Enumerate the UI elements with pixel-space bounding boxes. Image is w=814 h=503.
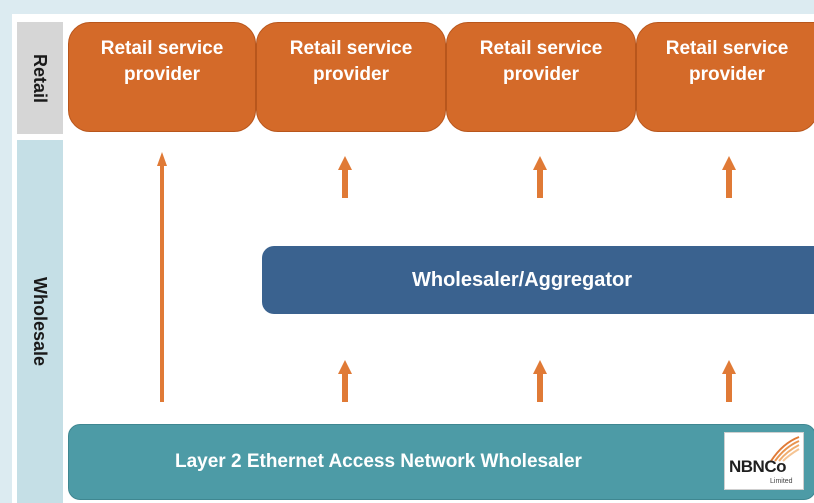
up-arrow-bottom-2	[332, 360, 358, 402]
retail-provider-box-3: Retail service provider	[446, 22, 636, 132]
up-arrow-top-3	[527, 156, 553, 198]
retail-provider-line1: Retail service	[479, 38, 603, 59]
logo-subtitle: Limited	[770, 478, 793, 485]
logo-name: NBNCo	[729, 457, 787, 476]
retail-provider-line1: Retail service	[100, 38, 224, 59]
up-arrow-top-4	[716, 156, 742, 198]
retail-provider-box-4: Retail service provider	[636, 22, 814, 132]
retail-provider-box-2: Retail service provider	[256, 22, 446, 132]
wholesale-label-text: Wholesale	[30, 276, 51, 367]
retail-provider-line2: provider	[123, 64, 201, 85]
retail-section-label: Retail	[17, 22, 63, 134]
nbnco-logo: NBNCo Limited	[724, 432, 804, 490]
retail-provider-line2: provider	[312, 64, 390, 85]
retail-provider-line2: provider	[502, 64, 580, 85]
wholesaler-aggregator-box: Wholesaler/Aggregator	[262, 246, 814, 314]
retail-provider-line1: Retail service	[665, 38, 789, 59]
up-arrow-bottom-4	[716, 360, 742, 402]
aggregator-label: Wholesaler/Aggregator	[411, 268, 633, 291]
up-arrow-top-2	[332, 156, 358, 198]
wholesale-section-label: Wholesale	[17, 140, 63, 503]
retail-provider-line2: provider	[688, 64, 766, 85]
up-arrow-bottom-3	[527, 360, 553, 402]
up-arrow-long	[149, 152, 175, 402]
retail-label-text: Retail	[30, 53, 51, 103]
layer2-ethernet-box: Layer 2 Ethernet Access Network Wholesal…	[68, 424, 814, 500]
layer2-label: Layer 2 Ethernet Access Network Wholesal…	[175, 451, 582, 472]
retail-provider-box-1: Retail service provider	[68, 22, 256, 132]
retail-provider-line1: Retail service	[289, 38, 413, 59]
nbnco-swoosh-icon	[770, 436, 800, 462]
